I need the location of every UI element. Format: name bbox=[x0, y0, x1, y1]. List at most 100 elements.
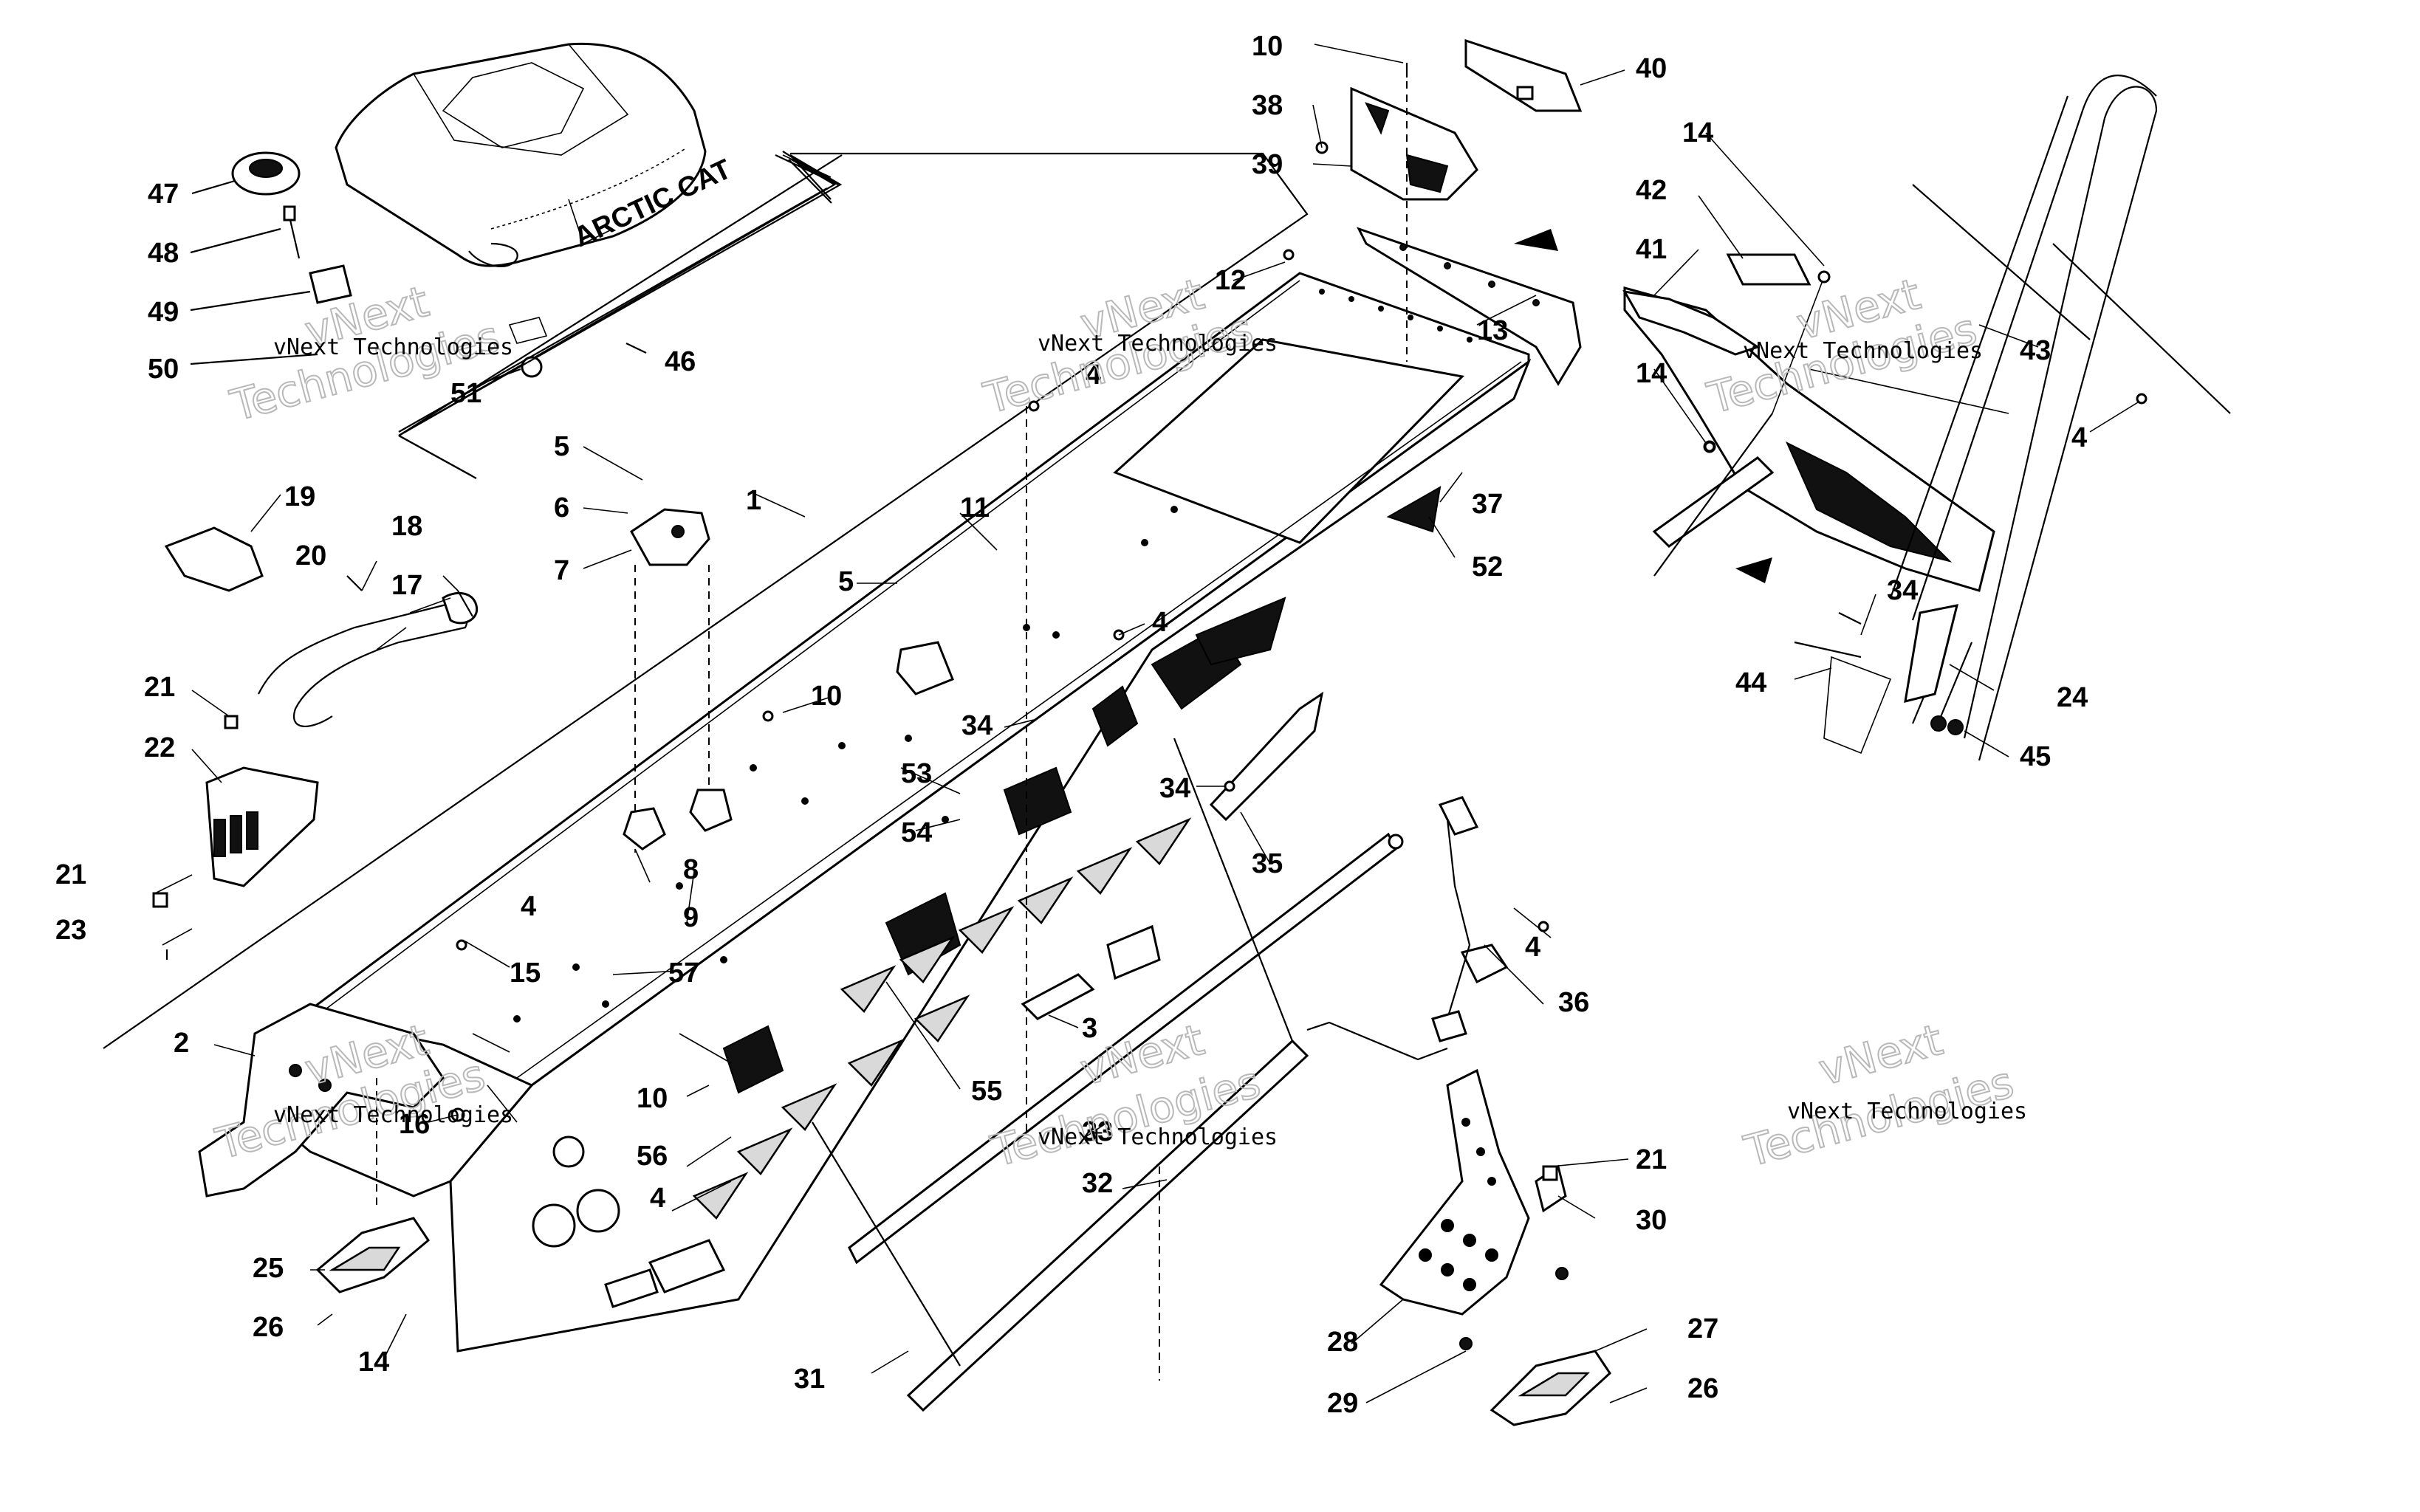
label-47: 47 bbox=[148, 179, 179, 210]
label-10-b: 10 bbox=[811, 681, 842, 712]
label-14-b: 14 bbox=[1636, 358, 1667, 389]
label-21-a: 21 bbox=[144, 672, 175, 703]
label-5-b: 5 bbox=[838, 566, 854, 597]
brackets-35-36 bbox=[1209, 691, 1479, 1042]
label-35: 35 bbox=[1252, 848, 1283, 879]
handle-17 bbox=[258, 603, 468, 727]
label-13: 13 bbox=[1477, 315, 1508, 346]
tail-light-assembly bbox=[1315, 38, 1583, 362]
rail-32 bbox=[906, 1039, 1309, 1412]
label-25: 25 bbox=[253, 1253, 284, 1284]
label-22: 22 bbox=[144, 732, 175, 763]
label-7: 7 bbox=[554, 555, 569, 586]
label-40: 40 bbox=[1636, 53, 1667, 84]
label-49: 49 bbox=[148, 297, 179, 328]
watermark-small-4: vNext Technologies bbox=[273, 1102, 513, 1128]
label-23: 23 bbox=[55, 915, 86, 946]
label-57: 57 bbox=[668, 958, 699, 989]
mount-7 bbox=[630, 508, 710, 566]
label-34-c: 34 bbox=[1887, 575, 1918, 606]
label-48: 48 bbox=[148, 238, 179, 269]
label-27: 27 bbox=[1687, 1313, 1718, 1344]
label-34-a: 34 bbox=[962, 710, 993, 741]
label-17: 17 bbox=[391, 570, 422, 601]
label-39: 39 bbox=[1252, 149, 1283, 180]
label-36: 36 bbox=[1558, 987, 1589, 1018]
label-51: 51 bbox=[450, 378, 481, 409]
label-30: 30 bbox=[1636, 1205, 1667, 1236]
label-4-e: 4 bbox=[1525, 932, 1540, 963]
rear-bumper-mount-13 bbox=[1357, 227, 1582, 386]
rivets bbox=[513, 289, 1473, 1023]
label-4-a: 4 bbox=[1086, 360, 1101, 391]
label-10-c: 10 bbox=[637, 1083, 668, 1114]
label-54: 54 bbox=[901, 817, 932, 848]
label-21-c: 21 bbox=[1636, 1144, 1667, 1175]
label-21-b: 21 bbox=[55, 859, 86, 890]
watermark-small-1: vNext Technologies bbox=[273, 334, 513, 360]
label-10-a: 10 bbox=[1252, 31, 1283, 62]
label-2: 2 bbox=[174, 1028, 189, 1059]
label-3: 3 bbox=[1082, 1013, 1097, 1044]
leader-lines bbox=[154, 44, 2139, 1403]
label-52: 52 bbox=[1472, 551, 1503, 583]
label-4-d: 4 bbox=[650, 1183, 665, 1214]
plate-19 bbox=[164, 526, 264, 592]
label-1: 1 bbox=[746, 485, 761, 516]
bracket-3 bbox=[1021, 924, 1161, 1020]
label-16: 16 bbox=[399, 1109, 430, 1140]
left-brackets bbox=[152, 526, 479, 960]
flap-plate-42 bbox=[1726, 253, 1811, 286]
watermark-small-3: vNext Technologies bbox=[1743, 338, 1983, 364]
label-28: 28 bbox=[1327, 1327, 1358, 1358]
label-45: 45 bbox=[2020, 741, 2051, 772]
mount-parts bbox=[623, 508, 1509, 984]
running-board-cutouts bbox=[692, 817, 1192, 1220]
label-42: 42 bbox=[1636, 175, 1667, 206]
label-55: 55 bbox=[971, 1076, 1002, 1107]
label-6: 6 bbox=[554, 492, 569, 523]
label-15: 15 bbox=[510, 958, 541, 989]
label-32: 32 bbox=[1082, 1168, 1113, 1199]
grommet-4-right bbox=[1460, 944, 1509, 984]
label-9: 9 bbox=[683, 902, 699, 933]
label-37: 37 bbox=[1472, 489, 1503, 520]
toe-holds bbox=[315, 1078, 1611, 1426]
label-4-b: 4 bbox=[1152, 607, 1168, 638]
label-5-a: 5 bbox=[554, 431, 569, 462]
label-4-f: 4 bbox=[2071, 422, 2087, 453]
footrest-28 bbox=[1379, 1068, 1530, 1316]
label-34-b: 34 bbox=[1159, 773, 1190, 804]
label-18: 18 bbox=[391, 511, 422, 542]
watermark-small-2: vNext Technologies bbox=[1038, 331, 1278, 357]
flap-bracket-41 bbox=[1622, 290, 1761, 356]
tail-light-lens-40 bbox=[1464, 38, 1583, 112]
watermark-small-6: vNext Technologies bbox=[1787, 1099, 2027, 1124]
label-31: 31 bbox=[794, 1364, 825, 1395]
front-panel-2 bbox=[198, 1003, 445, 1197]
label-4-c: 4 bbox=[521, 891, 536, 922]
chain-36 bbox=[1446, 819, 1471, 1020]
label-44: 44 bbox=[1735, 667, 1766, 698]
bag-bracket-46 bbox=[398, 154, 843, 479]
label-20: 20 bbox=[295, 540, 326, 571]
grommet-5b bbox=[896, 641, 954, 695]
bracket-35 bbox=[1209, 691, 1324, 822]
label-12: 12 bbox=[1215, 265, 1246, 296]
rear-bumper-hardware bbox=[1794, 612, 1964, 755]
label-11: 11 bbox=[960, 492, 990, 523]
label-43: 43 bbox=[2020, 335, 2051, 366]
label-38: 38 bbox=[1252, 90, 1283, 121]
skid-plate-22 bbox=[205, 766, 319, 887]
rear-bumper-24 bbox=[1889, 75, 2158, 761]
label-50: 50 bbox=[148, 354, 179, 385]
tunnel-side-wall bbox=[449, 358, 1532, 1353]
label-14-a: 14 bbox=[1682, 117, 1713, 148]
label-14-c: 14 bbox=[358, 1347, 389, 1378]
grommet-8 bbox=[623, 807, 666, 850]
tunnel-assembly bbox=[198, 272, 1532, 1353]
watermark-small-5: vNext Technologies bbox=[1038, 1124, 1278, 1150]
label-26-a: 26 bbox=[253, 1312, 284, 1343]
footrest-assembly bbox=[1379, 1068, 1569, 1350]
